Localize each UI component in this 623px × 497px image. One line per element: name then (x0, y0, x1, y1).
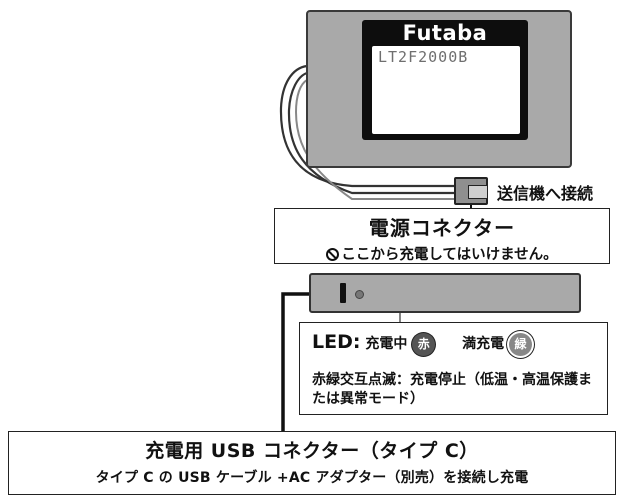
led-legend-box: LED: 充電中 赤 満充電 緑 赤緑交互点滅：充電停止（低温・高温保護または異… (299, 322, 608, 415)
red-badge: 赤 (412, 332, 436, 356)
usb-connector-title: 充電用 USB コネクター（タイプ C） (145, 440, 479, 462)
charger-body (309, 273, 581, 313)
led-charging-label: 充電中 (365, 336, 408, 352)
usb-c-port (340, 283, 346, 303)
led-indicator (355, 290, 364, 299)
led-blink-note: 赤緑交互点滅：充電停止（低温・高温保護または異常モード） (312, 372, 592, 407)
usb-connector-box: 充電用 USB コネクター（タイプ C） タイプ C の USB ケーブル +A… (8, 431, 616, 495)
connect-to-transmitter-label: 送信機へ接続 (497, 184, 594, 203)
usb-connector-description: タイプ C の USB ケーブル +AC アダプター（別売）を接続し充電 (95, 470, 529, 486)
battery-brand: Futaba (402, 21, 488, 45)
green-badge: 緑 (508, 332, 532, 356)
led-full-label: 満充電 (462, 336, 505, 352)
led-status-line: LED: 充電中 赤 満充電 緑 (312, 331, 532, 356)
led-heading: LED: (312, 331, 361, 353)
power-connector-latch (468, 185, 488, 199)
power-connector-title: 電源コネクター (368, 216, 516, 240)
battery-model-area (372, 46, 520, 134)
battery-model: LT2F2000B (378, 48, 469, 66)
power-connector-warning-text: ここから充電してはいけません。 (341, 247, 558, 263)
prohibited-icon (326, 248, 340, 261)
power-connector-box: 電源コネクター ここから充電してはいけません。 (274, 208, 610, 264)
power-connector-warning: ここから充電してはいけません。 (275, 243, 609, 264)
